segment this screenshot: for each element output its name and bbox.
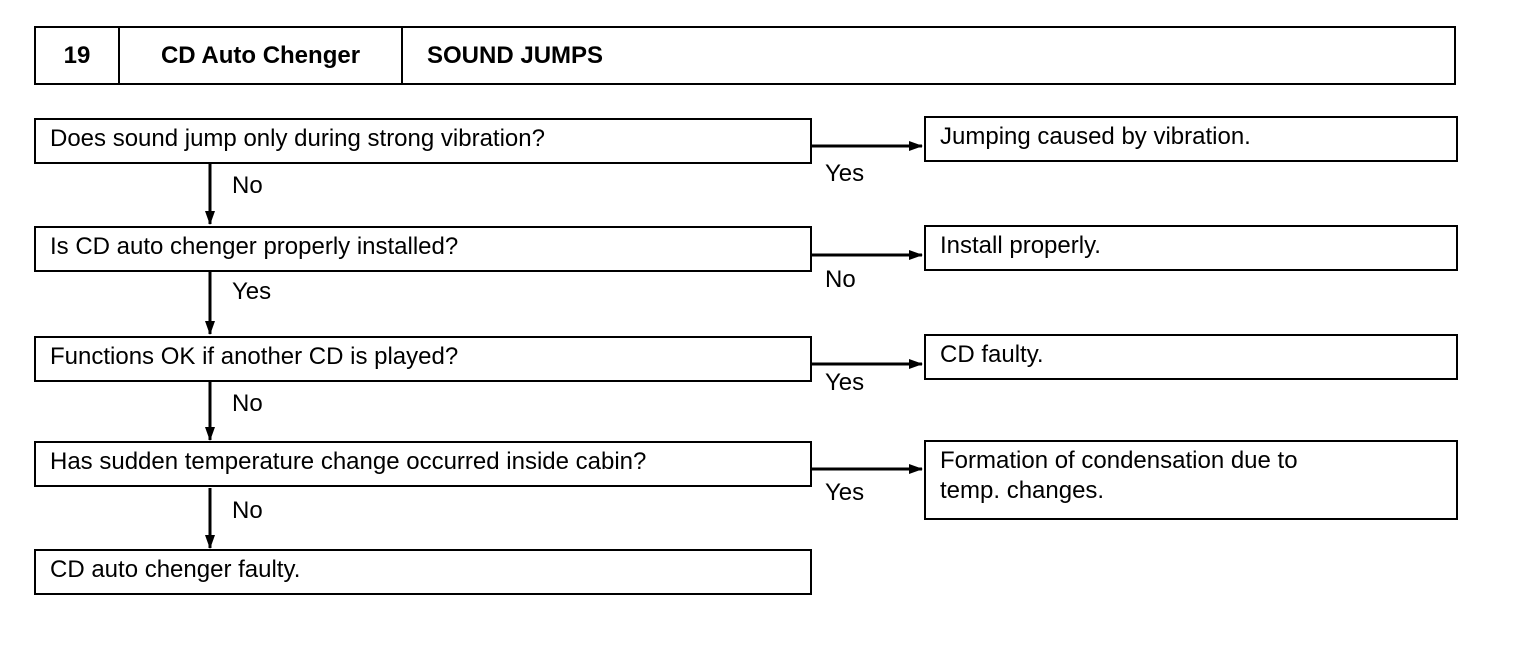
- question-text-2: Is CD auto chenger properly installed?: [50, 233, 459, 260]
- question-box-4: Has sudden temperature change occurred i…: [34, 441, 812, 487]
- result-text-3: CD faulty.: [940, 341, 1044, 368]
- question-box-3: Functions OK if another CD is played?: [34, 336, 812, 382]
- branch-label-2: No: [825, 266, 856, 293]
- question-text-1: Does sound jump only during strong vibra…: [50, 125, 545, 152]
- branch-label-1: Yes: [825, 160, 865, 187]
- result-box-2: Install properly.: [924, 225, 1458, 271]
- chart-header: 19 CD Auto Chenger SOUND JUMPS: [34, 26, 1456, 85]
- final-box: CD auto chenger faulty.: [34, 549, 812, 595]
- next-label-4: No: [232, 497, 263, 524]
- chart-topic: CD Auto Chenger: [120, 28, 403, 83]
- question-text-4: Has sudden temperature change occurred i…: [50, 448, 647, 475]
- final-text: CD auto chenger faulty.: [50, 556, 301, 583]
- result-text-4-line-2: temp. changes.: [940, 477, 1105, 504]
- result-text-2: Install properly.: [940, 232, 1101, 259]
- branch-label-4: Yes: [825, 479, 865, 506]
- next-label-3: No: [232, 390, 263, 417]
- question-text-3: Functions OK if another CD is played?: [50, 343, 459, 370]
- next-label-2: Yes: [232, 278, 272, 305]
- chart-title: SOUND JUMPS: [427, 41, 604, 69]
- result-box-3: CD faulty.: [924, 334, 1458, 380]
- result-text-4-line-1: Formation of condensation due to: [940, 447, 1298, 474]
- next-label-1: No: [232, 172, 263, 199]
- question-box-2: Is CD auto chenger properly installed?: [34, 226, 812, 272]
- result-box-4: Formation of condensation due to temp. c…: [924, 440, 1458, 520]
- branch-label-3: Yes: [825, 369, 865, 396]
- question-box-1: Does sound jump only during strong vibra…: [34, 118, 812, 164]
- result-text-1: Jumping caused by vibration.: [940, 123, 1251, 150]
- chart-number: 19: [36, 28, 120, 83]
- result-box-1: Jumping caused by vibration.: [924, 116, 1458, 162]
